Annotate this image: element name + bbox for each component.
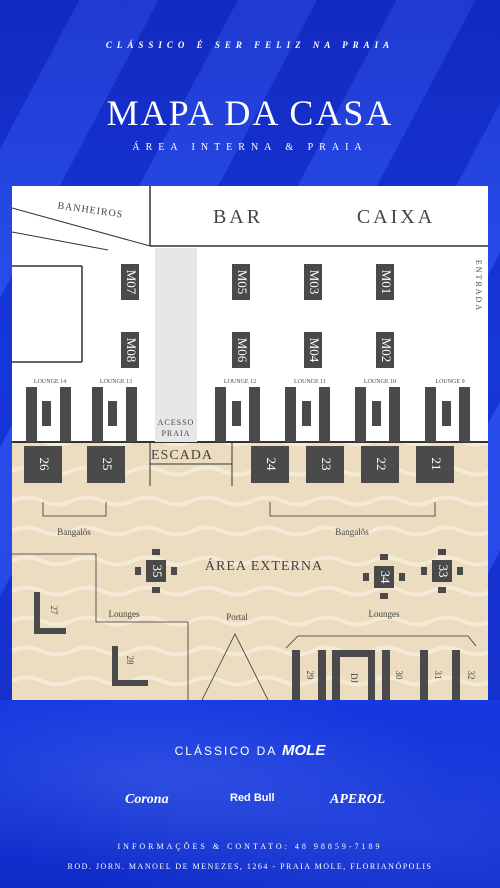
stage-31[interactable]: 31 xyxy=(420,650,443,700)
tagline: CLÁSSICO É SER FELIZ NA PRAIA xyxy=(105,40,395,50)
svg-text:29: 29 xyxy=(305,671,315,681)
lounge-28[interactable]: 28 xyxy=(112,646,148,686)
lounge-12[interactable]: LOUNGE 12 xyxy=(215,379,260,442)
svg-text:27: 27 xyxy=(49,606,59,616)
svg-text:M04: M04 xyxy=(307,338,322,363)
lounge-13[interactable]: LOUNGE 13 xyxy=(92,379,137,442)
svg-text:M03: M03 xyxy=(307,270,322,295)
lounge-14[interactable]: LOUNGE 14 xyxy=(26,379,71,442)
table-34[interactable]: 34 xyxy=(363,554,405,599)
contact-info: INFORMAÇÕES & CONTATO: 48 98859-7189 xyxy=(117,842,383,851)
beach-area xyxy=(12,442,488,700)
svg-text:33: 33 xyxy=(436,565,451,578)
svg-text:LOUNGE 12: LOUNGE 12 xyxy=(224,379,256,385)
portal-label: Portal xyxy=(226,612,248,622)
bangalo-25[interactable]: 25 xyxy=(87,446,125,483)
mesa-m01[interactable]: M01 xyxy=(376,264,394,300)
footer-brand: CLÁSSICO DA MOLE xyxy=(0,742,500,759)
bangalo-23[interactable]: 23 xyxy=(306,446,344,483)
bangalos-right-label: Bangalôs xyxy=(335,527,369,537)
area-externa-label: ÁREA EXTERNA xyxy=(205,557,323,574)
svg-text:LOUNGE 14: LOUNGE 14 xyxy=(34,379,66,385)
stage-32[interactable]: 32 xyxy=(452,650,476,700)
acesso-praia-corridor xyxy=(155,248,197,442)
caixa-label: CAIXA xyxy=(357,206,435,228)
address: ROD. JORN. MANOEL DE MENEZES, 1264 - PRA… xyxy=(67,862,433,871)
stage-30[interactable]: 30 xyxy=(382,650,404,700)
praia-label: PRAIA xyxy=(161,429,190,438)
svg-text:26: 26 xyxy=(37,458,52,472)
svg-text:25: 25 xyxy=(100,458,115,471)
mesa-m06[interactable]: M06 xyxy=(232,332,250,368)
lounge-27[interactable]: 27 xyxy=(34,592,66,634)
bangalo-21[interactable]: 21 xyxy=(416,446,454,483)
stage-block xyxy=(318,650,326,700)
lounges-left-label: Lounges xyxy=(109,609,140,619)
svg-text:DJ: DJ xyxy=(349,673,359,683)
page-subtitle: ÁREA INTERNA & PRAIA xyxy=(132,142,368,153)
svg-text:LOUNGE 13: LOUNGE 13 xyxy=(100,379,132,385)
svg-text:35: 35 xyxy=(150,565,165,578)
lounge-11[interactable]: LOUNGE 11 xyxy=(285,379,330,442)
bangalo-26[interactable]: 26 xyxy=(24,446,62,483)
stage-29[interactable]: 29 xyxy=(292,650,315,700)
escada-label: ESCADA xyxy=(151,448,213,463)
svg-text:LOUNGE 10: LOUNGE 10 xyxy=(364,379,396,385)
bangalos-left-label: Bangalôs xyxy=(57,527,91,537)
svg-text:M02: M02 xyxy=(379,338,394,363)
svg-text:M07: M07 xyxy=(124,270,139,295)
entrada-label: ENTRADA xyxy=(474,260,483,312)
mesa-m08[interactable]: M08 xyxy=(121,332,139,368)
svg-text:32: 32 xyxy=(466,671,476,680)
mesa-m04[interactable]: M04 xyxy=(304,332,322,368)
bar-label: BAR xyxy=(213,206,263,228)
corona-logo: Corona xyxy=(125,792,169,807)
house-map: ACESSO PRAIA BANHEIROS BAR CAIXA ENTRADA… xyxy=(12,186,488,700)
mesa-m02[interactable]: M02 xyxy=(376,332,394,368)
svg-text:21: 21 xyxy=(429,458,444,471)
svg-text:24: 24 xyxy=(264,458,279,472)
svg-text:M05: M05 xyxy=(235,270,250,295)
svg-text:23: 23 xyxy=(319,458,334,471)
svg-text:22: 22 xyxy=(374,458,389,471)
mesa-m07[interactable]: M07 xyxy=(121,264,139,300)
redbull-logo: Red Bull xyxy=(230,792,275,804)
brand-prefix: CLÁSSICO DA xyxy=(174,744,277,758)
svg-text:M01: M01 xyxy=(379,270,394,295)
table-33[interactable]: 33 xyxy=(421,549,463,593)
svg-text:M08: M08 xyxy=(124,338,139,363)
svg-text:LOUNGE 11: LOUNGE 11 xyxy=(294,379,326,385)
lounges-right-label: Lounges xyxy=(369,609,400,619)
mesa-m05[interactable]: M05 xyxy=(232,264,250,300)
bangalo-22[interactable]: 22 xyxy=(361,446,399,483)
svg-text:28: 28 xyxy=(125,656,135,666)
background-water xyxy=(0,700,500,888)
svg-text:LOUNGE 9: LOUNGE 9 xyxy=(435,379,464,385)
mesa-m03[interactable]: M03 xyxy=(304,264,322,300)
mole-logo: MOLE xyxy=(282,742,326,759)
lounge-9[interactable]: LOUNGE 9 xyxy=(425,379,470,442)
svg-text:34: 34 xyxy=(378,571,393,585)
svg-text:M06: M06 xyxy=(235,338,250,363)
lounge-10[interactable]: LOUNGE 10 xyxy=(355,379,400,442)
svg-text:30: 30 xyxy=(394,671,404,681)
bangalo-24[interactable]: 24 xyxy=(251,446,289,483)
acesso-label: ACESSO xyxy=(158,418,195,427)
table-35[interactable]: 35 xyxy=(135,549,177,593)
page-title: MAPA DA CASA xyxy=(106,93,394,133)
dj-booth[interactable]: DJ xyxy=(332,650,375,700)
svg-text:31: 31 xyxy=(433,671,443,680)
aperol-logo: APEROL xyxy=(330,792,386,807)
